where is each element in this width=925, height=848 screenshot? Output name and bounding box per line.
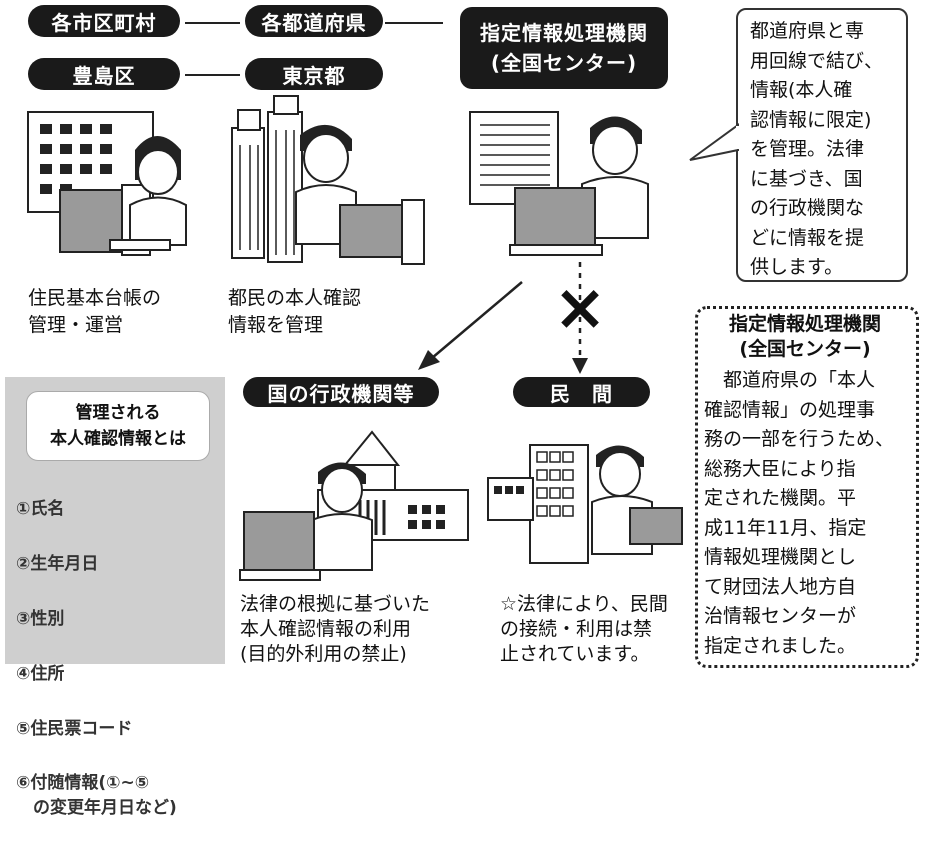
clerk-man-icon [295,124,425,265]
list-item: ①氏名 [16,498,65,519]
arrow-to-government [418,281,523,370]
municipality-label: 各市区町村 [28,5,180,37]
government-caption: 法律の根拠に基づいた 本人確認情報の利用 (目的外利用の禁止) [240,593,431,665]
clerk-woman-icon [59,136,187,256]
center-info-body: 都道府県の「本人 確認情報」の処理事 務の一部を行うため、 総務大臣により指 定… [704,369,895,657]
private-caption: ☆法律により、民間 の接続・利用は禁 止されています。 [500,593,668,665]
company-building-icon [487,444,589,564]
prefecture-caption: 都民の本人確認 情報を管理 [228,287,362,336]
prefecture-label: 各都道府県 [245,5,383,37]
identity-info-heading: 管理される 本人確認情報とは [26,391,210,461]
government-label: 国の行政機関等 [243,377,439,407]
list-item: ②生年月日 [16,553,99,574]
center-info-title: 指定情報処理機関 (全国センター) [728,313,881,360]
list-item: ⑥付随情報(①~⑤ の変更年月日など) [16,772,177,818]
arrow-to-private-blocked [572,262,588,374]
list-item: ④住所 [16,663,65,684]
blocked-mark: × [553,271,607,345]
center-title: 指定情報処理機関 (全国センター) [460,7,668,89]
official-man-icon [239,462,373,581]
list-item: ⑤住民票コード [16,718,133,739]
speech-tail [689,123,739,161]
example-prefecture-label: 東京都 [245,58,383,90]
government-tower-icon [231,95,303,263]
speech-bubble [736,8,908,282]
list-item: ③性別 [16,608,65,629]
municipality-caption: 住民基本台帳の 管理・運営 [28,287,162,336]
identity-info-list: ①氏名 ②生年月日 ③性別 ④住所 ⑤住民票コード ⑥付随情報(①~⑤ の変更年… [16,468,177,848]
connector-line [385,22,443,24]
connector-line [185,22,240,24]
private-label: 民 間 [513,377,650,407]
center-info-box [695,306,919,668]
example-municipality-label: 豊島区 [28,58,180,90]
center-operator-icon [469,111,649,256]
businessman-icon [591,445,683,555]
connector-line [185,74,240,76]
illustrations [27,95,740,581]
speech-bubble-text: 都道府県と専 用回線で結び、 情報(本人確 認情報に限定) を管理。法律 に基づ… [750,20,884,278]
